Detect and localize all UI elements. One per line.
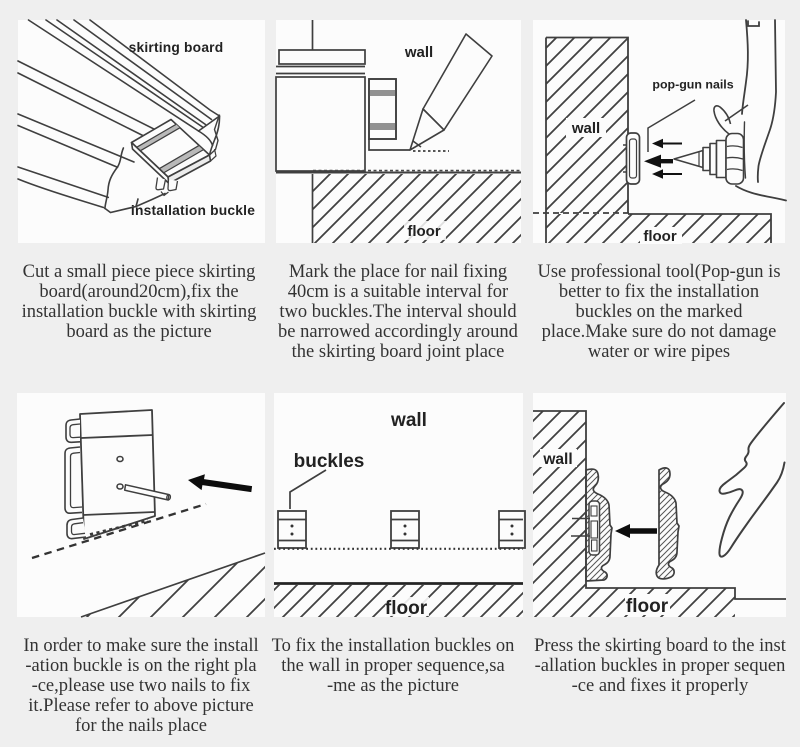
- svg-text:wall: wall: [404, 44, 433, 61]
- svg-text:installation buckle: installation buckle: [131, 203, 255, 218]
- svg-text:board as the picture: board as the picture: [66, 322, 211, 342]
- svg-text:for the nails place: for the nails place: [75, 716, 207, 736]
- svg-text:To fix the installation buckle: To fix the installation buckles on: [272, 636, 515, 656]
- svg-text:board(around20cm),fix the: board(around20cm),fix the: [39, 282, 238, 302]
- svg-text:40cm is a suitable interval fo: 40cm is a suitable interval for: [288, 282, 508, 302]
- svg-text:-ce,please use two nails to fi: -ce,please use two nails to fix: [32, 676, 252, 696]
- svg-text:better to fix the installation: better to fix the installation: [559, 282, 759, 302]
- svg-text:wall: wall: [571, 120, 600, 137]
- svg-text:Mark the place for nail fixing: Mark the place for nail fixing: [289, 262, 507, 282]
- svg-text:Cut a small piece piece skirti: Cut a small piece piece skirting: [23, 262, 256, 282]
- svg-text:the wall in proper sequence,sa: the wall in proper sequence,sa: [281, 656, 504, 676]
- svg-text:floor: floor: [407, 223, 440, 240]
- svg-text:buckles on the marked: buckles on the marked: [576, 302, 744, 322]
- svg-text:In order to make sure the inst: In order to make sure the install: [23, 636, 258, 656]
- svg-text:Press the skirting board to th: Press the skirting board to the inst: [534, 636, 787, 656]
- svg-text:two buckles.The interval shoul: two buckles.The interval should: [279, 302, 517, 322]
- svg-text:place.Make sure do not damage: place.Make sure do not damage: [542, 322, 777, 342]
- svg-text:-ce and fixes it properly: -ce and fixes it properly: [572, 676, 749, 696]
- svg-text:-me as the picture: -me as the picture: [327, 676, 459, 696]
- svg-text:the skirting board joint place: the skirting board joint place: [292, 342, 505, 362]
- svg-text:floor: floor: [626, 596, 669, 617]
- svg-text:it.Please refer to above pictu: it.Please refer to above picture: [28, 696, 254, 716]
- svg-text:floor: floor: [385, 598, 428, 619]
- svg-text:floor: floor: [643, 228, 676, 245]
- svg-text:installation buckle with skirt: installation buckle with skirting: [22, 302, 257, 322]
- svg-text:pop-gun nails: pop-gun nails: [652, 78, 733, 92]
- svg-text:water or wire pipes: water or wire pipes: [588, 342, 730, 362]
- svg-text:-ation buckle is on the right: -ation buckle is on the right pla: [25, 656, 256, 676]
- svg-text:buckles: buckles: [294, 451, 365, 472]
- svg-text:Use professional tool(Pop-gun: Use professional tool(Pop-gun is: [537, 262, 780, 282]
- svg-text:-allation buckles in proper se: -allation buckles in proper sequen: [535, 656, 786, 676]
- svg-text:wall: wall: [542, 451, 572, 468]
- svg-text:skirting board: skirting board: [129, 40, 224, 55]
- svg-text:be narrowed accordingly around: be narrowed accordingly around: [278, 322, 519, 342]
- svg-text:wall: wall: [390, 410, 427, 431]
